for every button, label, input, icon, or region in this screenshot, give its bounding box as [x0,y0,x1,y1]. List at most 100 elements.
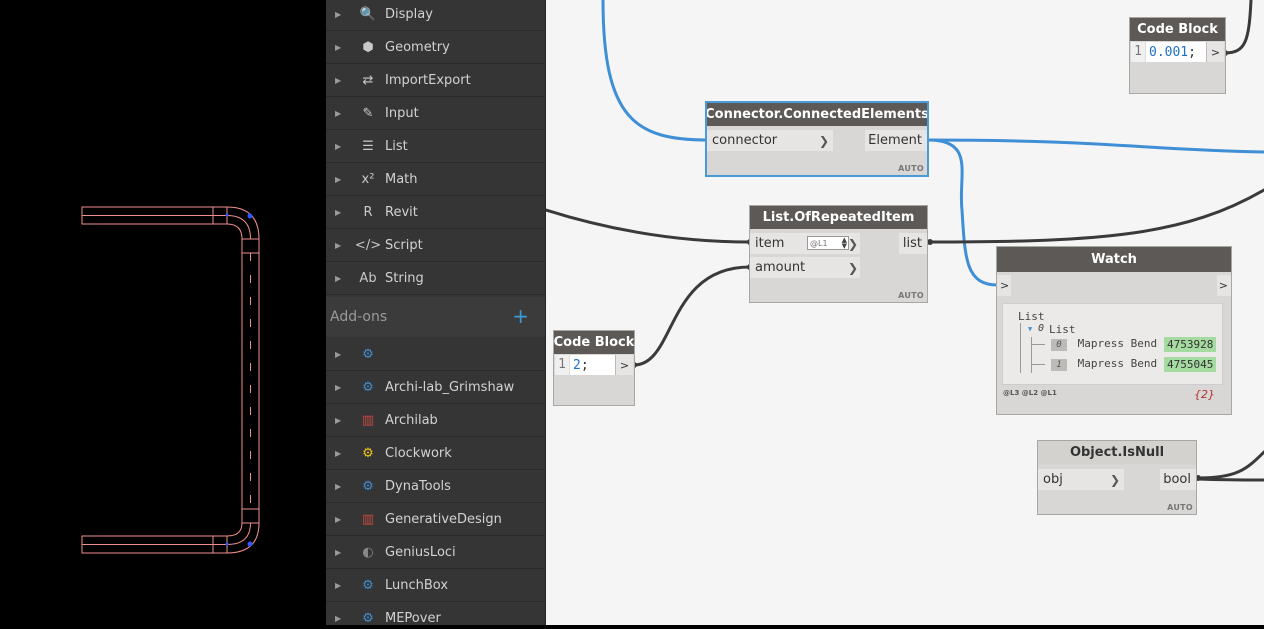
port-label: amount [755,260,806,275]
addon-item-generativedesign[interactable]: ▶▥GenerativeDesign [326,503,545,536]
code-block-node-top[interactable]: Code Block 1 0.001 ; > [1129,17,1226,94]
expand-arrow-icon[interactable]: ▼ [1028,325,1033,333]
expand-arrow-icon[interactable]: ▶ [335,75,342,85]
tree-line [1031,364,1045,365]
lacing-selector[interactable]: @L1 ▲▼ [807,236,849,250]
code-semicolon: ; [580,357,589,373]
connector-point [247,541,253,547]
bend-top-center [226,215,251,240]
tree-line [1031,344,1045,345]
library-item-label: Archi-lab_Grimshaw [385,379,515,395]
addon-item-archi-lab-grimshaw[interactable]: ▶ ⚙ Archi-lab_Grimshaw [326,371,545,404]
code-text: 2 [573,357,581,373]
expand-arrow-icon[interactable]: ▶ [335,273,342,283]
node-title: Code Block [554,331,634,354]
expand-arrow-icon[interactable]: ▶ [335,514,342,524]
addon-item-mepover[interactable]: ▶⚙MEPover [326,602,545,626]
library-item-revit[interactable]: ▶ R Revit [326,196,545,229]
addon-item-clockwork[interactable]: ▶ ⚙ Clockwork [326,437,545,470]
lacing-badge: AUTO [898,291,924,300]
library-item-label: GenerativeDesign [385,511,502,527]
expand-arrow-icon[interactable]: ▶ [335,207,342,217]
input-port[interactable]: > [997,275,1011,296]
expand-arrow-icon[interactable]: ▶ [335,42,342,52]
expand-arrow-icon[interactable]: ▶ [335,415,342,425]
library-item-label: Display [385,6,433,22]
tree-root-label: List [1018,310,1045,323]
input-port-connector[interactable]: connector ❯ [707,130,833,151]
gear-icon: ⚙ [362,445,374,461]
input-port-obj[interactable]: obj ❯ [1038,469,1124,490]
code-editor[interactable]: 1 2 ; [555,355,616,375]
expand-arrow-icon[interactable]: ▶ [335,613,342,623]
graph-canvas[interactable]: Code Block 1 0.001 ; > Connector.Connect… [546,0,1264,625]
revit-icon: R [363,204,373,220]
package-icon: ⚙ [362,379,374,395]
output-port[interactable]: > [615,355,633,375]
expand-arrow-icon[interactable]: ▶ [335,481,342,491]
wire-list-out [928,188,1264,244]
library-item-geometry[interactable]: ▶⬢Geometry [326,31,545,64]
library-item-label: Clockwork [385,445,452,461]
library-item-input[interactable]: ▶✎Input [326,97,545,130]
library-item-list[interactable]: ▶☰List [326,130,545,163]
code-editor[interactable]: 1 0.001 ; [1131,42,1207,62]
code-block-node-bottom[interactable]: Code Block 1 2 ; > [553,330,635,406]
library-item-label: Math [385,171,418,187]
revit-viewport[interactable] [0,0,326,625]
watch-preview[interactable]: List ▼ 0 List 0 Mapress Bend 4753928 1 M… [1002,303,1223,385]
spinner-icon[interactable]: ▲▼ [841,236,847,250]
code-brackets-icon: </> [354,237,382,253]
chevron-right-icon: ❯ [818,133,829,148]
expand-arrow-icon[interactable]: ▶ [335,141,342,151]
library-item-label: Revit [385,204,418,220]
input-port-amount[interactable]: amount ❯ [750,257,860,278]
output-port[interactable]: > [1217,275,1231,296]
object-isnull-node[interactable]: Object.IsNull obj ❯ bool AUTO [1037,440,1197,515]
output-port-element[interactable]: Element [865,130,927,151]
watch-node[interactable]: Watch > > List ▼ 0 List 0 Mapress Bend 4… [996,246,1232,415]
library-item-label: GeniusLoci [385,544,456,560]
genius-loci-icon: ◐ [362,544,374,560]
expand-arrow-icon[interactable]: ▶ [335,448,342,458]
library-item-importexport[interactable]: ▶⇄ImportExport [326,64,545,97]
chevron-right-icon: ❯ [1109,472,1120,487]
add-package-icon[interactable]: + [512,304,529,328]
addon-item-lunchbox[interactable]: ▶⚙LunchBox [326,569,545,602]
addon-item-dynatools[interactable]: ▶⚙DynaTools [326,470,545,503]
port-label: connector [712,133,778,148]
magnifier-icon: 🔍 [359,6,377,22]
library-item-script[interactable]: ▶</>Script [326,229,545,262]
expand-arrow-icon[interactable]: ▶ [335,174,342,184]
expand-arrow-icon[interactable]: ▶ [335,108,342,118]
expand-arrow-icon[interactable]: ▶ [335,349,342,359]
node-title: Code Block [1130,18,1225,41]
connector-point [225,213,229,217]
library-item-label: Geometry [385,39,450,55]
expand-arrow-icon[interactable]: ▶ [335,580,342,590]
addon-item-archilab[interactable]: ▶▥Archilab [326,404,545,437]
connector-connected-elements-node[interactable]: Connector.ConnectedElements connector ❯ … [705,101,929,177]
library-item-display[interactable]: ▶ 🔍 Display [326,0,545,31]
output-port[interactable]: > [1206,42,1224,62]
watch-row: 0 Mapress Bend 4753928 [1051,337,1221,353]
output-port-list[interactable]: list [899,233,927,254]
input-port-item[interactable]: item @L1 ▲▼ ❯ [750,233,860,254]
line-number: 1 [555,355,570,375]
wire-codeblock-top-out [1223,0,1253,55]
addons-header: Add-ons + [326,297,545,337]
watch-row: 1 Mapress Bend 4755045 [1051,357,1221,373]
row-index: 1 [1051,359,1067,371]
list-of-repeated-item-node[interactable]: List.OfRepeatedItem item @L1 ▲▼ ❯ amount… [749,205,928,303]
expand-arrow-icon[interactable]: ▶ [335,547,342,557]
connector-point [225,542,229,546]
expand-arrow-icon[interactable]: ▶ [335,9,342,19]
expand-arrow-icon[interactable]: ▶ [335,240,342,250]
pipe-vertical-fitting-bottom [241,508,260,524]
addon-item-geniusloci[interactable]: ▶ ◐ GeniusLoci [326,536,545,569]
addon-item-unnamed[interactable]: ▶⚙ [326,338,545,371]
output-port-bool[interactable]: bool [1160,469,1196,490]
expand-arrow-icon[interactable]: ▶ [335,382,342,392]
